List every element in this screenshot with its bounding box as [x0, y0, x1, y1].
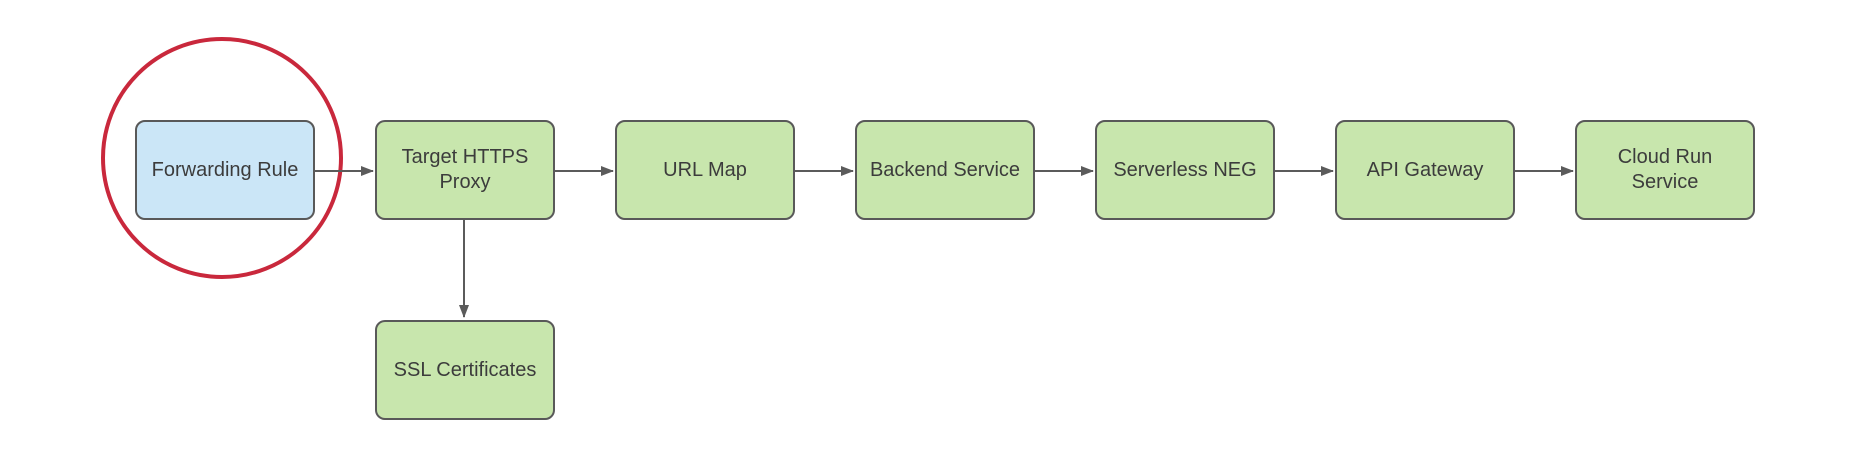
node-target-https-proxy: Target HTTPS Proxy: [375, 120, 555, 220]
node-url-map: URL Map: [615, 120, 795, 220]
node-ssl-certificates: SSL Certificates: [375, 320, 555, 420]
node-forwarding-rule-label: Forwarding Rule: [151, 158, 299, 181]
node-forwarding-rule: Forwarding Rule: [135, 120, 315, 220]
node-serverless-neg-label: Serverless NEG: [1113, 158, 1257, 181]
node-api-gateway: API Gateway: [1335, 120, 1515, 220]
node-cloud-run-service: Cloud Run Service: [1575, 120, 1755, 220]
node-serverless-neg: Serverless NEG: [1095, 120, 1275, 220]
node-url-map-label: URL Map: [663, 158, 747, 181]
node-api-gateway-label: API Gateway: [1366, 158, 1484, 181]
node-target-https-proxy-label: Target HTTPS Proxy: [401, 146, 529, 193]
node-ssl-certificates-label: SSL Certificates: [393, 358, 537, 381]
node-backend-service: Backend Service: [855, 120, 1035, 220]
node-backend-service-label: Backend Service: [869, 158, 1021, 181]
node-cloud-run-service-label: Cloud Run Service: [1617, 146, 1713, 193]
